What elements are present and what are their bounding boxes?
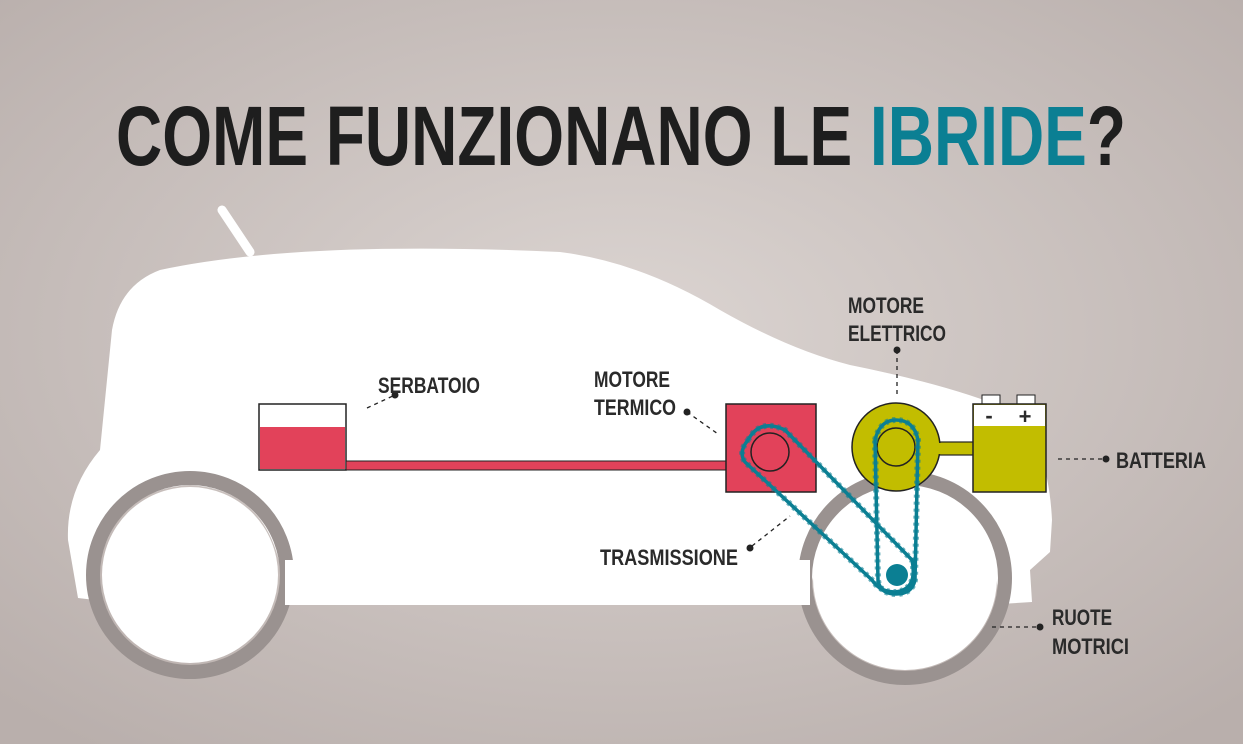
rear-wheel bbox=[102, 487, 278, 663]
label-motore-elettrico-2: ELETTRICO bbox=[848, 321, 946, 346]
label-motore-termico-2: TERMICO bbox=[594, 395, 676, 420]
battery-minus-icon: - bbox=[985, 403, 992, 428]
label-serbatoio: SERBATOIO bbox=[378, 373, 480, 398]
title-prefix: COME FUNZIONANO LE bbox=[116, 89, 870, 183]
fuel-tank bbox=[258, 403, 727, 471]
battery: - + bbox=[972, 394, 1047, 493]
leader-lines bbox=[366, 350, 1106, 628]
title-highlight: IBRIDE bbox=[870, 89, 1087, 183]
label-batteria: BATTERIA bbox=[1116, 448, 1206, 473]
label-motore-elettrico-1: MOTORE bbox=[848, 293, 924, 318]
label-ruote-motrici-2: MOTRICI bbox=[1052, 634, 1129, 659]
transmission-belts bbox=[739, 416, 922, 598]
label-ruote-motrici-1: RUOTE bbox=[1052, 605, 1112, 630]
title-suffix: ? bbox=[1087, 89, 1126, 183]
label-motore-termico-1: MOTORE bbox=[594, 367, 670, 392]
label-trasmissione: TRASMISSIONE bbox=[600, 545, 738, 570]
leader-dots bbox=[391, 346, 1110, 631]
battery-plus-icon: + bbox=[1019, 404, 1032, 429]
page-title: COME FUNZIONANO LE IBRIDE? bbox=[116, 89, 1126, 183]
drive-wheel-pulley bbox=[886, 564, 908, 586]
antenna bbox=[217, 205, 255, 257]
